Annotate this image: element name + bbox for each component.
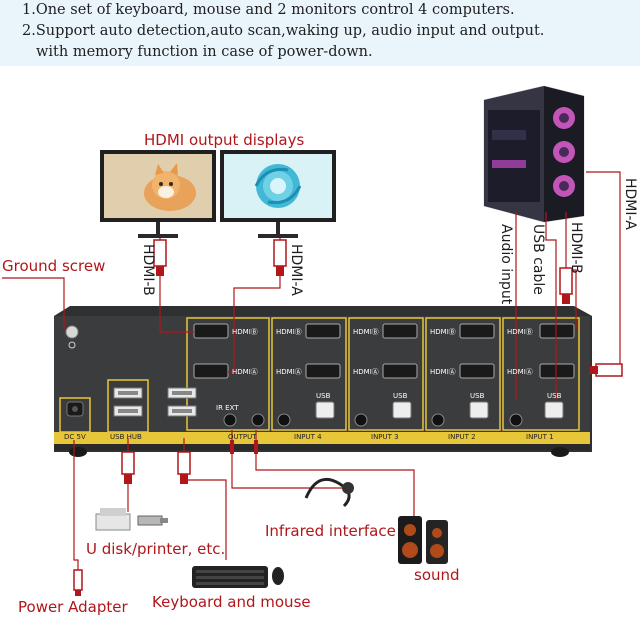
input-2-label: INPUT 2 bbox=[448, 433, 476, 441]
usb-plug-keyboard bbox=[177, 451, 191, 484]
port-label-hdmi-a: HDMIⒶ bbox=[232, 368, 258, 376]
keyboard-mouse-ports bbox=[167, 387, 197, 417]
ground-screw-label: Ground screw bbox=[2, 257, 106, 275]
usb-label-2: USB bbox=[470, 392, 485, 400]
sound-label: sound bbox=[414, 566, 460, 584]
hdmi-a-right-label: HDMI-A bbox=[622, 178, 638, 230]
usb-hub-label: USB HUB bbox=[110, 433, 142, 441]
port-label-hdmi-b-1: HDMIⒷ bbox=[507, 328, 533, 336]
usb-hub-ports bbox=[113, 387, 143, 417]
audio-out-plug bbox=[254, 440, 258, 454]
hdmi-b-right-label: HDMI-B bbox=[568, 222, 584, 274]
infrared-receiver-icon bbox=[304, 477, 354, 508]
output-label: OUTPUT bbox=[228, 433, 257, 441]
monitor-left bbox=[100, 150, 216, 238]
usb-plug-hub bbox=[121, 451, 135, 484]
ground-symbol-icon bbox=[68, 341, 76, 349]
feature-note-1: 1.One set of keyboard, mouse and 2 monit… bbox=[22, 2, 515, 18]
hdmi-ports bbox=[193, 323, 575, 379]
feature-note-2: 2.Support auto detection,auto scan,wakin… bbox=[22, 23, 545, 39]
keyboard-icon bbox=[192, 566, 268, 588]
ir-ext-label: IR EXT bbox=[216, 404, 239, 412]
monitor-right bbox=[220, 150, 336, 238]
dc-5v-label: DC 5V bbox=[64, 433, 86, 441]
cat-illustration bbox=[144, 163, 196, 211]
hdmi-plug-right-b bbox=[559, 267, 573, 304]
audio-input-label: Audio input bbox=[498, 224, 514, 305]
usb-label-1: USB bbox=[547, 392, 562, 400]
power-adapter-label: Power Adapter bbox=[18, 598, 128, 616]
header-band bbox=[0, 0, 640, 66]
input-4-label: INPUT 4 bbox=[294, 433, 322, 441]
hdmi-plug-left-a bbox=[273, 239, 287, 276]
swirl-illustration bbox=[254, 164, 302, 208]
hdmi-plug-left-b bbox=[153, 239, 167, 276]
power-plug-icon bbox=[73, 569, 83, 596]
printer-usb-drive-icon bbox=[95, 508, 168, 531]
input-1-label: INPUT 1 bbox=[526, 433, 554, 441]
mouse-icon bbox=[272, 567, 284, 585]
usb-label-4: USB bbox=[316, 392, 331, 400]
audio-and-usb-b-ports bbox=[223, 401, 564, 427]
ir-plug bbox=[230, 440, 234, 454]
port-label-hdmi-a-1: HDMIⒶ bbox=[507, 368, 533, 376]
u-disk-printer-label: U disk/printer, etc. bbox=[86, 540, 226, 558]
port-label-hdmi-b-4: HDMIⒷ bbox=[276, 328, 302, 336]
computer-tower bbox=[483, 85, 585, 223]
port-label-hdmi-b: HDMIⒷ bbox=[232, 328, 258, 336]
port-label-hdmi-a-3: HDMIⒶ bbox=[353, 368, 379, 376]
ground-screw-icon bbox=[65, 325, 79, 339]
infrared-interface-label: Infrared interface bbox=[265, 522, 396, 540]
hdmi-output-displays-label: HDMI output displays bbox=[144, 131, 305, 149]
keyboard-and-mouse-label: Keyboard and mouse bbox=[152, 593, 311, 611]
port-label-hdmi-a-2: HDMIⒶ bbox=[430, 368, 456, 376]
hdmi-a-left-label: HDMI-A bbox=[288, 244, 304, 296]
input-3-label: INPUT 3 bbox=[371, 433, 399, 441]
port-label-hdmi-b-2: HDMIⒷ bbox=[430, 328, 456, 336]
port-label-hdmi-b-3: HDMIⒷ bbox=[353, 328, 379, 336]
hdmi-plug-right-a bbox=[590, 363, 623, 377]
hdmi-b-left-label: HDMI-B bbox=[140, 244, 156, 296]
feature-note-3: with memory function in case of power-do… bbox=[36, 44, 373, 60]
port-label-hdmi-a-4: HDMIⒶ bbox=[276, 368, 302, 376]
usb-label-3: USB bbox=[393, 392, 408, 400]
usb-cable-label: USB cable bbox=[530, 224, 546, 295]
speaker-icon bbox=[398, 516, 448, 564]
